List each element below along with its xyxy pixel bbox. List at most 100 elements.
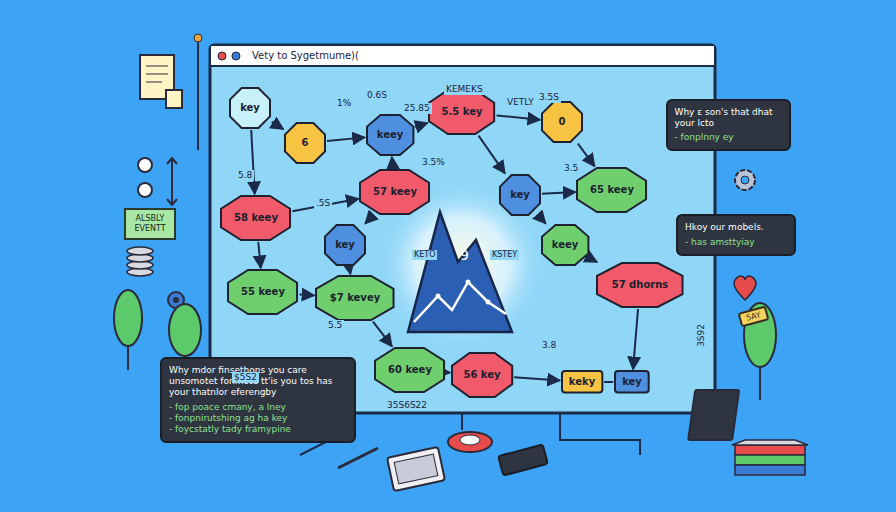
connector (447, 372, 450, 374)
node-text: 0 (559, 116, 566, 128)
connector (272, 122, 284, 129)
node-text: 56 key (463, 369, 500, 381)
node-text: 5AY (745, 310, 762, 323)
value-label: 3.5% (420, 157, 447, 168)
heart (734, 276, 756, 300)
key-node: 56 key (452, 353, 512, 397)
node-text: ALSBLY EVENTT (132, 214, 168, 233)
value-label: 3S92 (696, 322, 707, 349)
node-text: Why ε son's that dhat your lcto (675, 107, 782, 130)
value-label: KEMEKS (444, 84, 485, 95)
value-label: 25.85 (402, 103, 432, 114)
sticky-note: ALSBLY EVENTT (124, 208, 176, 239)
node-text: 57 keey (373, 186, 417, 198)
price-tag: 5AY (738, 306, 770, 328)
key-node: 60 keey (375, 348, 444, 392)
tree (114, 290, 776, 400)
node-text: 6 (302, 137, 309, 149)
value-label: 3.5 (562, 163, 580, 174)
node-text: $7 kevey (330, 292, 380, 304)
node-text: - has amsttyiay (685, 237, 787, 248)
key-node: 57 dhorns (597, 263, 683, 307)
node-text: 55 keey (241, 286, 285, 298)
node-text: 65 keey (590, 184, 634, 196)
node-text: keey (552, 239, 578, 251)
connector (292, 199, 358, 211)
node-text: 5.5 key (442, 106, 483, 118)
key-node: 57 keey (360, 170, 429, 214)
value-label: $5S2 (232, 372, 259, 383)
connector (590, 258, 597, 262)
node-text: key (622, 376, 642, 388)
key-node: 65 keey (577, 168, 646, 212)
key-node: $7 kevey (316, 276, 394, 320)
key-node: 5.5 key (429, 90, 494, 134)
connector (514, 377, 560, 380)
value-label: 1% (335, 98, 353, 109)
connector (539, 216, 545, 223)
node-text: 57 dhorns (612, 279, 669, 291)
key-node: 0 (542, 102, 582, 142)
key-node: 55 keey (228, 270, 297, 314)
key-node: key (230, 88, 270, 128)
node-text: key (335, 239, 355, 251)
value-label: 3.5S (537, 92, 561, 103)
connector (542, 192, 575, 194)
node-text: key (510, 189, 530, 201)
connector (365, 215, 373, 223)
connector (633, 309, 638, 369)
value-label: 5.5 (326, 320, 344, 331)
connector (391, 157, 394, 168)
node-text: Hkoy our mobels. (685, 222, 787, 233)
connector (604, 381, 613, 383)
key-node: key (325, 225, 365, 265)
value-label: 35S6S22 (385, 400, 429, 411)
node-text: - fonplnny ey (675, 132, 782, 143)
value-label: 0.6S (365, 90, 389, 101)
key-box: keky (562, 371, 602, 393)
disk (448, 432, 492, 452)
speech-callout: Why mdor finsethons you care unsomotet f… (160, 357, 356, 444)
node-text: - foycstatly tady framypine (169, 424, 347, 435)
coins (127, 247, 153, 276)
value-label: 5.8 (236, 170, 254, 181)
connector (300, 293, 315, 296)
node-text: - fonpnirutshing ag ha key (169, 413, 347, 424)
speech-callout: Hkoy our mobels. - has amsttyiay (676, 214, 796, 256)
pencil (338, 448, 378, 468)
node-text: 60 keey (388, 364, 432, 376)
key-node: key (500, 175, 540, 215)
connector (251, 130, 254, 194)
connector (349, 267, 350, 274)
connector (479, 136, 505, 174)
node-text: - fop poace cmany, a lney (169, 402, 347, 413)
key-node: 58 keey (221, 196, 290, 240)
key-node: keey (542, 225, 588, 265)
gear (735, 170, 755, 190)
mountain (408, 212, 512, 332)
node-text: keky (569, 376, 595, 388)
node-text: 58 keey (234, 212, 278, 224)
value-label: .5S (314, 198, 332, 209)
calculator (387, 447, 445, 491)
key-node: keey (367, 115, 413, 155)
connector (578, 144, 595, 167)
node-text: keey (377, 129, 403, 141)
title-bar (211, 46, 714, 66)
mountain-label: 9 (458, 247, 471, 264)
mountain-label: KETO (412, 250, 437, 260)
speech-callout: Why ε son's that dhat your lcto - fonplnn… (666, 99, 791, 152)
window-title: Vety to Sygetmume)( (252, 50, 359, 61)
connector (497, 115, 540, 119)
connector (373, 322, 392, 347)
node-text: key (240, 102, 260, 114)
value-label: 3.8 (540, 340, 558, 351)
mountain-label: KSTEY (490, 250, 519, 260)
value-label: VETLY (505, 97, 536, 108)
connector (327, 137, 365, 141)
key-node: 6 (285, 123, 325, 163)
key-box: key (615, 371, 649, 393)
phone (498, 444, 548, 475)
